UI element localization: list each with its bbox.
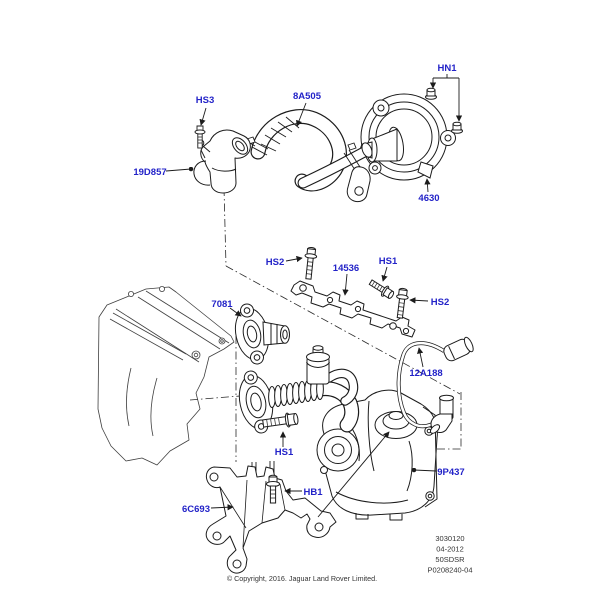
part-9p437-valve bbox=[316, 389, 438, 521]
part-label-12a188: 12A188 bbox=[409, 368, 442, 379]
part-label-19d857: 19D857 bbox=[133, 167, 166, 178]
part-lower-flange bbox=[238, 370, 274, 434]
part-label-hs2-right: HS2 bbox=[431, 297, 449, 308]
part-6c693-bracket bbox=[205, 461, 337, 574]
stamp-line-4: P0208240-04 bbox=[427, 566, 472, 575]
hs1-bolt-bottom bbox=[262, 412, 299, 428]
hn1-nut-2 bbox=[451, 121, 463, 134]
part-label-6c693: 6C693 bbox=[182, 504, 210, 515]
part-corrugated-tube bbox=[268, 345, 360, 433]
hs1-bolt-top bbox=[368, 279, 395, 299]
leader-lines bbox=[165, 74, 463, 518]
part-4630-pump bbox=[360, 87, 463, 181]
part-label-hs2-left: HS2 bbox=[266, 257, 284, 268]
part-8a505-hose bbox=[246, 109, 373, 203]
part-label-9p437: 9P437 bbox=[437, 467, 464, 478]
part-7081-flange bbox=[234, 303, 290, 365]
hs2-bolt-right bbox=[396, 287, 409, 319]
part-12a188-wire bbox=[396, 336, 474, 434]
engine-block-outline bbox=[97, 285, 235, 466]
part-14536-plate bbox=[290, 280, 416, 338]
part-label-hs1-bottom: HS1 bbox=[275, 447, 294, 458]
part-label-hs1-top: HS1 bbox=[379, 256, 398, 267]
part-label-4630: 4630 bbox=[418, 193, 439, 204]
part-label-hs3: HS3 bbox=[196, 95, 214, 106]
part-label-hn1: HN1 bbox=[437, 63, 457, 74]
part-labels: HN1 HS3 8A505 19D857 4630 HS2 14536 HS1 … bbox=[133, 63, 464, 515]
stamp-line-2: 04-2012 bbox=[436, 545, 464, 554]
part-label-7081: 7081 bbox=[211, 299, 233, 310]
hs3-bolt bbox=[194, 125, 206, 159]
part-label-hb1: HB1 bbox=[303, 487, 323, 498]
hb1-bolt bbox=[265, 474, 281, 504]
stamp-block: 3030120 04-2012 50SDSR P0208240-04 bbox=[427, 534, 472, 575]
part-label-14536: 14536 bbox=[333, 263, 359, 274]
stamp-line-1: 3030120 bbox=[435, 534, 464, 543]
copyright-text: © Copyright, 2016. Jaguar Land Rover Lim… bbox=[227, 574, 377, 583]
hs2-bolt-left bbox=[304, 246, 318, 280]
part-label-8a505: 8A505 bbox=[293, 91, 322, 102]
capped-connector bbox=[306, 345, 330, 385]
stamp-line-3: 50SDSR bbox=[435, 555, 465, 564]
hn1-nut-1 bbox=[425, 87, 437, 100]
